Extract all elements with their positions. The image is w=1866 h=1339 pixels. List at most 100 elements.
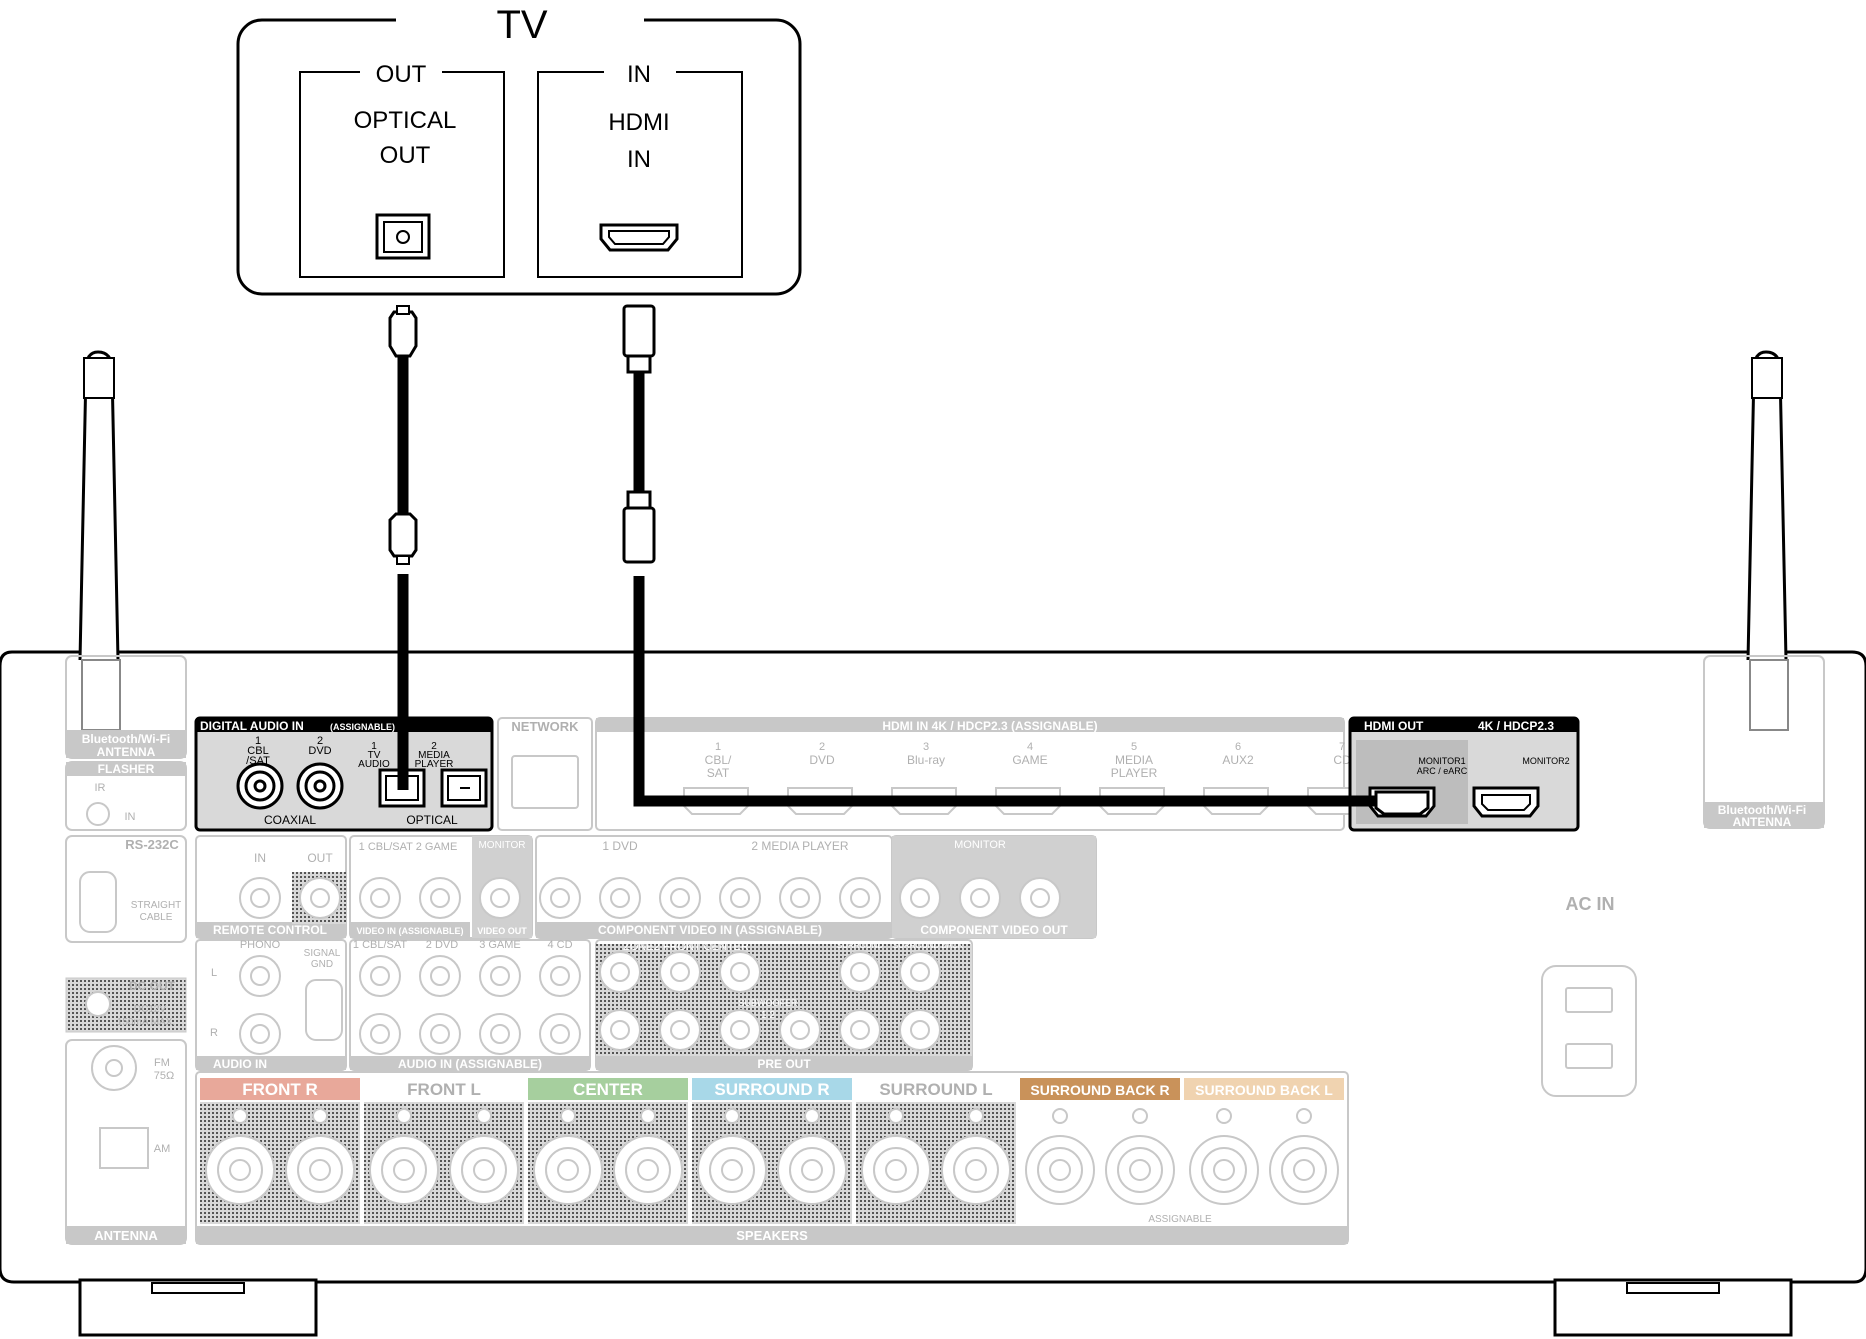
- subwoofer-label: SUBWOOFER: [738, 998, 798, 1008]
- tv-optical-out-panel: OUT OPTICAL OUT: [299, 60, 505, 278]
- video-in-inputs-label: 1 CBL/SAT 2 GAME: [359, 841, 458, 853]
- monitor2-label: MONITOR2: [1522, 756, 1569, 766]
- tv-optical-label-1: OPTICAL: [354, 107, 457, 134]
- digital-audio-assignable-label: (ASSIGNABLE): [330, 722, 395, 732]
- coax2-label: DVD: [308, 745, 331, 757]
- speaker-post-center: [393, 1159, 415, 1181]
- polarity-marker: [804, 1108, 820, 1124]
- speaker-post: [1189, 1135, 1259, 1205]
- polarity-marker: [476, 1108, 492, 1124]
- hdmi-in-label: Blu-ray: [907, 753, 945, 767]
- speaker-post: [697, 1135, 767, 1205]
- hdmi-in-num: 1: [715, 741, 721, 753]
- speaker-terminal-pair-3: CENTER: [528, 1078, 688, 1224]
- surround-back-preout-label: SURROUND BACK: [893, 941, 964, 950]
- polarity-marker: [232, 1108, 248, 1124]
- remote-control-label: REMOTE CONTROL: [213, 923, 327, 937]
- speaker-post-center: [885, 1159, 907, 1181]
- speaker-terminal-pair-1: FRONT R: [200, 1078, 360, 1224]
- audio-in-1-label: 1 CBL/SAT: [353, 939, 407, 951]
- speaker-post-ring: [545, 1147, 591, 1193]
- hdmi-in-label-2: PLAYER: [1111, 766, 1158, 780]
- bt-right-label-2: ANTENNA: [1733, 815, 1792, 829]
- hdmi-in-num: 4: [1027, 741, 1033, 753]
- straight-label-1: STRAIGHT: [131, 900, 182, 911]
- coax1-label-1: CBL: [247, 745, 268, 757]
- speaker-terminal-pair-5: SURROUND L: [856, 1078, 1016, 1224]
- dc-out-spec-2: 150mA MAX.: [117, 1017, 175, 1028]
- comp-in-label: COMPONENT VIDEO IN (ASSIGNABLE): [598, 923, 822, 937]
- speaker-post-ring: [297, 1147, 343, 1193]
- hdmi-in-label: AUX2: [1222, 753, 1254, 767]
- speaker-post-ring: [789, 1147, 835, 1193]
- opt2-label-2: PLAYER: [415, 759, 454, 770]
- hdmi-out-spec: 4K / HDCP2.3: [1478, 719, 1554, 733]
- optical-jack-2: [440, 768, 488, 808]
- hdmi-in-label-2: SAT: [707, 766, 730, 780]
- polarity-marker: [888, 1108, 904, 1124]
- speaker-label-bg: [528, 1078, 688, 1100]
- speaker-terminal-pair-4: SURROUND R: [692, 1078, 852, 1224]
- hdmi-out-label: HDMI OUT: [1364, 719, 1424, 733]
- remote-out-label: OUT: [307, 851, 333, 865]
- speaker-label: SURROUND BACK R: [1030, 1082, 1169, 1098]
- optical-label: OPTICAL: [406, 813, 458, 827]
- speaker-label: FRONT L: [407, 1080, 481, 1099]
- phono-l-label: L: [211, 967, 217, 979]
- tv-optical-label-2: OUT: [380, 142, 431, 169]
- coax2-num: 2: [317, 735, 323, 747]
- speaker-label-bg: [692, 1078, 852, 1100]
- tv-out-label: OUT: [376, 61, 427, 88]
- am-label: AM: [154, 1143, 171, 1155]
- speaker-post: [285, 1135, 355, 1205]
- speaker-post: [861, 1135, 931, 1205]
- speaker-post: [777, 1135, 847, 1205]
- fm-label-2: 75Ω: [154, 1070, 174, 1082]
- audio-in-3-label: 3 GAME: [479, 939, 521, 951]
- speaker-label: CENTER: [573, 1080, 643, 1099]
- speaker-post: [1105, 1135, 1175, 1205]
- polarity-marker: [396, 1108, 412, 1124]
- polarity-marker: [968, 1108, 984, 1124]
- polarity-marker: [640, 1108, 656, 1124]
- speaker-post-ring: [625, 1147, 671, 1193]
- rca-jacks: [239, 872, 1061, 1055]
- hdmi-in-label: DVD: [809, 753, 835, 767]
- monitor-label: MONITOR: [478, 840, 525, 851]
- fm-label-1: FM: [154, 1057, 170, 1069]
- bt-antenna-label-1: Bluetooth/Wi-Fi: [82, 732, 171, 746]
- speaker-post-center: [1293, 1159, 1315, 1181]
- antenna-label: ANTENNA: [94, 1228, 158, 1243]
- hdmi-in-label: GAME: [1012, 753, 1047, 767]
- video-in-label: VIDEO IN (ASSIGNABLE): [356, 926, 463, 936]
- tv-in-label: IN: [627, 61, 651, 88]
- speaker-label-bg: [856, 1078, 1016, 1100]
- speaker-post-center: [1213, 1159, 1235, 1181]
- speaker-post-ring: [1281, 1147, 1327, 1193]
- speaker-label-bg: [1020, 1078, 1180, 1100]
- hdmi-in-num: 3: [923, 741, 929, 753]
- speaker-terminal-pair-2: FRONT L: [364, 1078, 524, 1224]
- speaker-post: [613, 1135, 683, 1205]
- speaker-post-center: [1129, 1159, 1151, 1181]
- tv-hdmi-label-1: HDMI: [608, 109, 669, 136]
- polarity-marker: [312, 1108, 328, 1124]
- dc-out-label: DC OUT: [129, 979, 176, 993]
- signal-gnd-label-1: SIGNAL: [304, 948, 341, 959]
- speaker-post-center: [1049, 1159, 1071, 1181]
- network-label: NETWORK: [511, 719, 579, 734]
- rs232c-label: RS-232C: [125, 837, 179, 852]
- optical-cable: [388, 305, 418, 790]
- left-antenna: [78, 350, 121, 731]
- tv-box: TV OUT OPTICAL OUT IN HDMI IN: [236, 3, 802, 296]
- phono-r-label: R: [210, 1027, 218, 1039]
- speaker-post-ring: [709, 1147, 755, 1193]
- speaker-label-bg: [1184, 1078, 1344, 1100]
- assignable-speaker-label: ASSIGNABLE: [1148, 1214, 1212, 1225]
- comp-out-label: COMPONENT VIDEO OUT: [920, 923, 1068, 937]
- hdmi-port-icon: [599, 223, 679, 252]
- comp1-label: 1 DVD: [602, 839, 638, 853]
- hdmi-out-monitor2-port: [1472, 786, 1540, 818]
